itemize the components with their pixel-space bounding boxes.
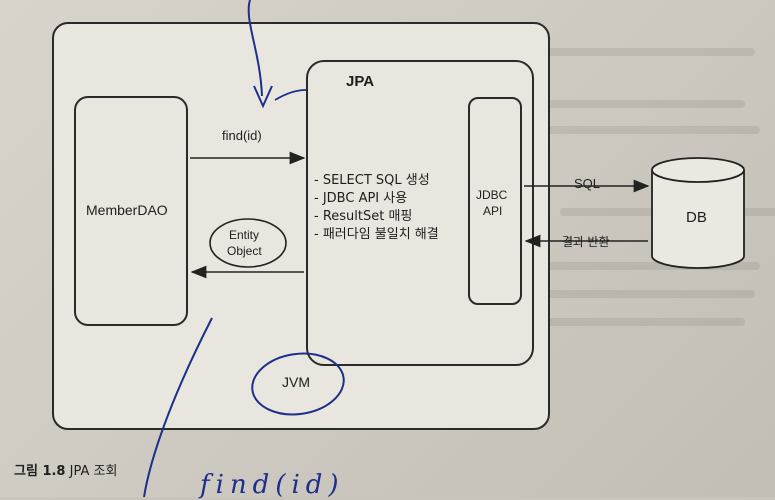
sql-label: SQL	[574, 176, 601, 191]
entity-object-ellipse	[209, 218, 287, 268]
jpa-responsibility-item: - SELECT SQL 생성	[314, 173, 430, 188]
jdbc-api-label-1: JDBC	[476, 188, 508, 202]
handwritten-line-bottom	[143, 317, 213, 497]
background-text-line	[545, 100, 745, 108]
db-label: DB	[686, 209, 707, 226]
result-label: 결과 반환	[562, 235, 610, 249]
handwritten-stroke-mid	[274, 89, 307, 101]
jdbc-api-box	[468, 97, 522, 305]
handwritten-arrow-top	[247, 0, 263, 97]
jpa-responsibility-item: - ResultSet 매핑	[314, 209, 413, 224]
handwritten-bottom-text: find(id)	[200, 470, 345, 500]
jvm-label: JVM	[282, 374, 310, 390]
jpa-responsibility-item: - JDBC API 사용	[314, 191, 408, 206]
background-text-line	[545, 290, 755, 298]
find-call-label: find(id)	[222, 128, 262, 143]
background-text-line	[545, 318, 745, 326]
figure-title: JPA 조회	[65, 464, 118, 479]
jdbc-api-label-2: API	[483, 204, 503, 218]
figure-caption: 그림 1.8 JPA 조회	[14, 460, 117, 479]
db-cylinder	[651, 157, 745, 269]
jvm-handwritten-circle	[251, 352, 345, 416]
member-dao-label: MemberDAO	[86, 202, 168, 218]
jpa-responsibility-list: - SELECT SQL 생성 - JDBC API 사용 - ResultSe…	[314, 172, 439, 244]
member-dao-box	[74, 96, 188, 326]
entity-object-label-2: Object	[227, 244, 262, 258]
entity-object-label-1: Entity	[229, 228, 260, 242]
background-text-line	[545, 48, 755, 56]
background-text-line	[545, 262, 760, 270]
jpa-title: JPA	[346, 73, 375, 90]
jpa-responsibility-item: - 패러다임 불일치 해결	[314, 227, 439, 242]
background-text-line	[545, 126, 760, 134]
figure-number: 그림 1.8	[14, 464, 66, 479]
handwritten-arrowhead-top	[253, 85, 273, 109]
